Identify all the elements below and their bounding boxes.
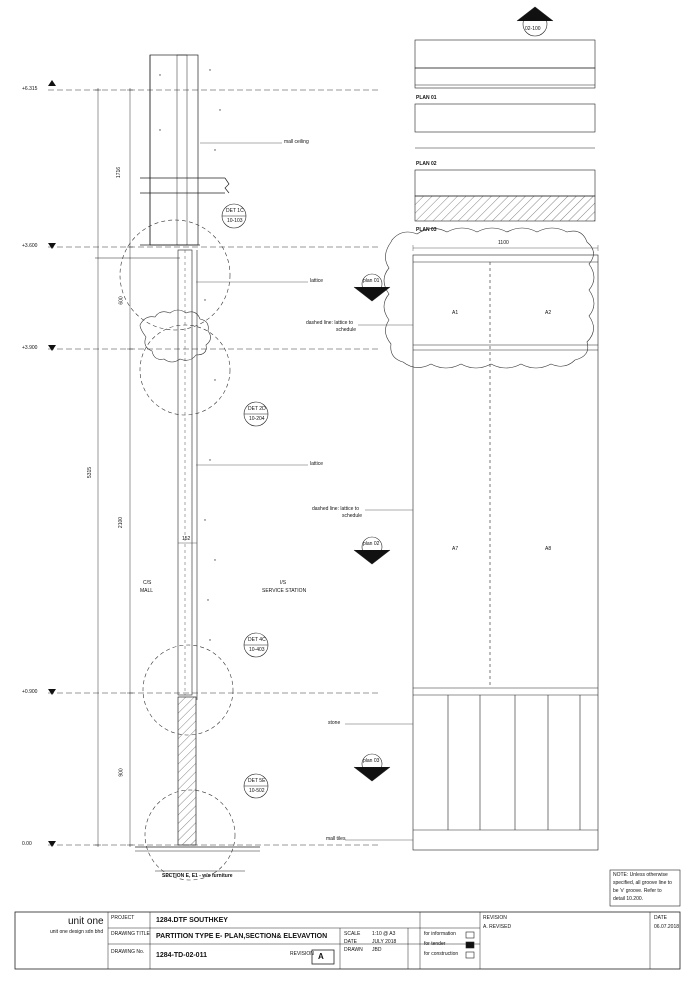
note-line: specified, all groove line to bbox=[613, 880, 672, 886]
zone-label: SERVICE STATION bbox=[262, 588, 307, 594]
revision-cloud-right bbox=[383, 227, 595, 369]
leader-lines bbox=[196, 142, 308, 466]
level-label: 0.00 bbox=[22, 841, 32, 847]
drawn-value: JBD bbox=[372, 947, 382, 953]
scale-value: 1:10 @ A3 bbox=[372, 931, 396, 937]
level-label: +0.900 bbox=[22, 689, 38, 695]
dim-label: 5315 bbox=[87, 466, 94, 479]
company-sub: unit one design sdn bhd bbox=[50, 929, 104, 935]
detail-number: 10-103 bbox=[227, 218, 243, 224]
revision-mark: A bbox=[318, 952, 324, 961]
detail-bubbles bbox=[221, 203, 269, 799]
plan-marker-symbols bbox=[353, 6, 554, 782]
dim-label: 600 bbox=[118, 296, 125, 305]
panel-label: A1 bbox=[452, 310, 459, 316]
dimension-lines bbox=[95, 88, 133, 847]
level-label: +3.600 bbox=[22, 243, 38, 249]
annotation: lattice bbox=[310, 461, 324, 467]
title-block-border bbox=[14, 911, 681, 970]
date-label: DATE bbox=[344, 939, 357, 945]
panel-label: A7 bbox=[452, 546, 459, 552]
detail-number: 10-502 bbox=[249, 788, 265, 794]
status-option: for tender bbox=[424, 941, 446, 947]
revision-text: A. REVISED bbox=[483, 924, 512, 930]
plan-marker-label: plan 01 bbox=[363, 278, 380, 284]
plan-marker-label: plan 02 bbox=[363, 541, 380, 547]
dim-label: 152 bbox=[182, 536, 191, 542]
drawing-title-label: DRAWING TITLE bbox=[111, 931, 150, 937]
section-title: SECTION E, E1 - w/o furniture bbox=[162, 873, 233, 879]
annotation: dashed line: lattice to bbox=[306, 320, 353, 326]
panel-label: A2 bbox=[545, 310, 552, 316]
elevation bbox=[412, 254, 599, 851]
status-option: for information bbox=[424, 931, 456, 937]
dim-label: 2100 bbox=[118, 516, 125, 529]
plan-label: PLAN 01 bbox=[416, 95, 437, 101]
company-name: unit one bbox=[68, 916, 104, 927]
annotation: mall ceiling bbox=[284, 139, 309, 145]
date-header: DATE bbox=[654, 915, 667, 921]
annotation: stone bbox=[328, 720, 341, 726]
dim-label: 1716 bbox=[116, 166, 123, 179]
detail-title: DET 1C bbox=[226, 208, 244, 214]
annotation: dashed line: lattice to bbox=[312, 506, 359, 512]
note-box bbox=[609, 869, 681, 907]
plan-strips bbox=[414, 39, 596, 222]
drawing-no-label: DRAWING No. bbox=[111, 949, 145, 955]
note-line: be 'v' groove. Refer to bbox=[613, 888, 662, 894]
date-value: JULY 2018 bbox=[372, 939, 397, 945]
zone-label: I/S bbox=[280, 580, 287, 586]
detail-title: DET 5E bbox=[248, 778, 266, 784]
annotation: schedule bbox=[336, 327, 357, 333]
detail-title: DET 2D bbox=[248, 406, 266, 412]
status-option: for construction bbox=[424, 951, 459, 957]
width-dimension bbox=[412, 245, 599, 251]
plan-marker-label: plan 03 bbox=[363, 758, 380, 764]
plan-label: PLAN 03 bbox=[416, 227, 437, 233]
revision-label: REVISION bbox=[290, 951, 314, 957]
note-line: detail 10.200. bbox=[613, 896, 644, 902]
drawn-label: DRAWN bbox=[344, 947, 363, 953]
project-name: 1284.DTF SOUTHKEY bbox=[156, 917, 228, 924]
revision-box bbox=[311, 949, 335, 965]
revision-cloud-left bbox=[139, 309, 211, 363]
title-block-grid bbox=[107, 912, 651, 969]
detail-number: 10-403 bbox=[249, 647, 265, 653]
drawing-number: 1284-TD-02-011 bbox=[156, 952, 207, 959]
level-lines bbox=[48, 89, 380, 846]
annotation: lattice bbox=[310, 278, 324, 284]
level-markers bbox=[48, 80, 56, 847]
revision-date: 06.07.2018 bbox=[654, 924, 680, 930]
revision-header: REVISION bbox=[483, 915, 507, 921]
right-leaders bbox=[345, 324, 413, 841]
concrete-speckle bbox=[159, 69, 221, 641]
dim-label: 1100 bbox=[498, 240, 509, 246]
detail-circles bbox=[119, 219, 236, 881]
zone-label: MALL bbox=[140, 588, 154, 594]
dim-label: 900 bbox=[118, 768, 125, 777]
zone-label: C/S bbox=[143, 580, 152, 586]
detail-number: 10-204 bbox=[249, 416, 265, 422]
section-marker-title: sec bbox=[529, 16, 537, 22]
panel-label: A8 bbox=[545, 546, 552, 552]
note-line: NOTE: Unless otherwise bbox=[613, 872, 668, 878]
section-structure bbox=[95, 54, 260, 852]
scale-label: SCALE bbox=[344, 931, 361, 937]
project-label: PROJECT bbox=[111, 915, 135, 921]
plan-label: PLAN 02 bbox=[416, 161, 437, 167]
level-label: +3.900 bbox=[22, 345, 38, 351]
section-marker-number: 02-100 bbox=[525, 26, 541, 32]
status-checkboxes bbox=[465, 931, 475, 959]
drawing-title: PARTITION TYPE E- PLAN,SECTION& ELEVAVTI… bbox=[156, 933, 328, 940]
detail-title: DET 4C bbox=[248, 637, 266, 643]
annotation: schedule bbox=[342, 513, 363, 519]
annotation: mall tiles bbox=[326, 836, 346, 842]
level-label: +6.315 bbox=[22, 86, 38, 92]
